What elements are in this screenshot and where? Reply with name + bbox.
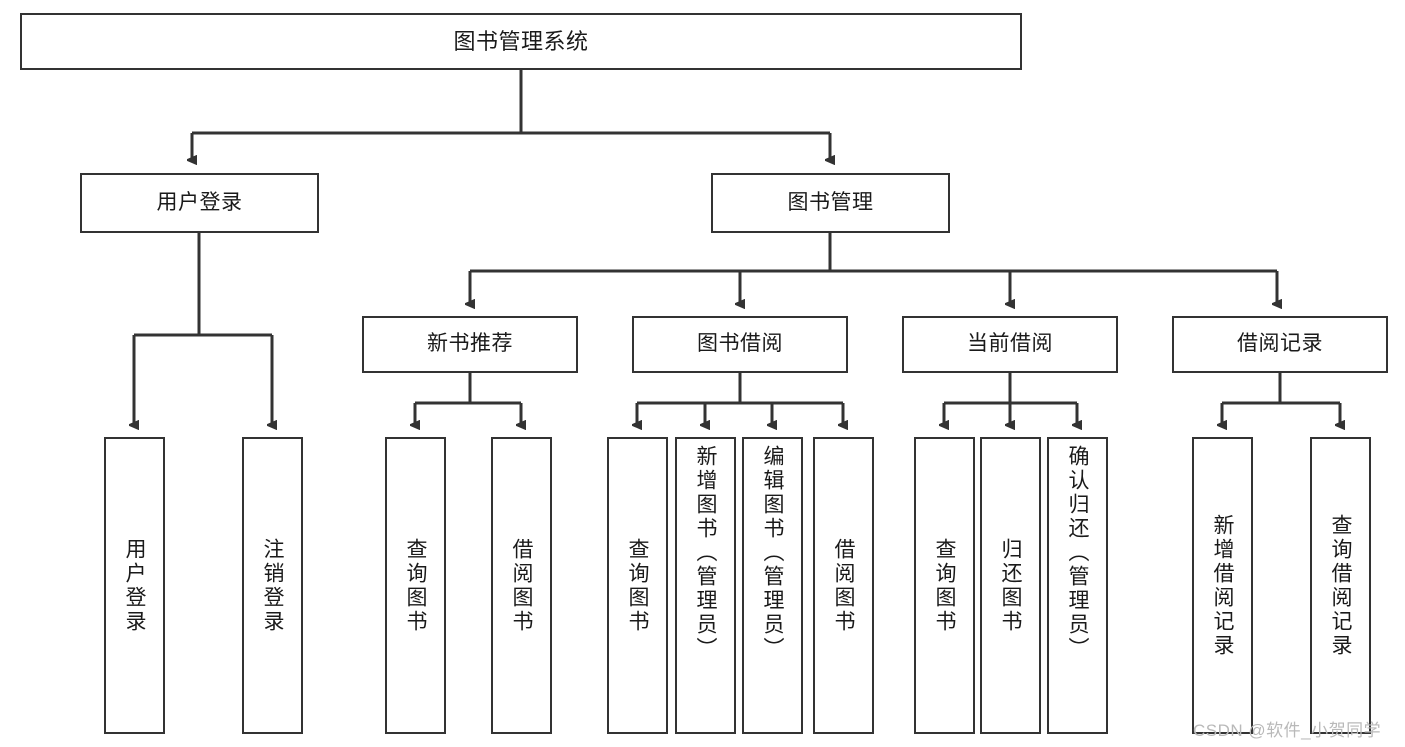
- leaf-new-book-query-book[interactable]: 查询图书: [385, 437, 446, 734]
- node-label: 新增图书（管理员）: [694, 445, 717, 661]
- leaf-book-borrow-query-book[interactable]: 查询图书: [607, 437, 668, 734]
- node-label: 查询图书: [404, 537, 427, 634]
- node-new-book-recommendation[interactable]: 新书推荐: [362, 316, 578, 373]
- node-label: 图书借阅: [697, 332, 783, 356]
- node-label: 查询图书: [626, 537, 649, 634]
- node-book-management[interactable]: 图书管理: [711, 173, 950, 233]
- node-label: 归还图书: [999, 537, 1022, 634]
- node-label: 图书管理: [787, 190, 874, 214]
- leaf-borrow-record-add-record[interactable]: 新增借阅记录: [1192, 437, 1253, 734]
- leaf-borrow-record-query-record[interactable]: 查询借阅记录: [1310, 437, 1371, 734]
- leaf-current-borrow-confirm-return-admin[interactable]: 确认归还（管理员）: [1047, 437, 1108, 734]
- leaf-user-login-login[interactable]: 用户登录: [104, 437, 165, 734]
- node-label: 注销登录: [261, 537, 284, 634]
- node-label: 图书管理系统: [453, 28, 589, 54]
- node-label: 编辑图书（管理员）: [761, 445, 784, 661]
- node-current-borrow[interactable]: 当前借阅: [902, 316, 1118, 373]
- leaf-user-login-logout[interactable]: 注销登录: [242, 437, 303, 734]
- node-book-borrow[interactable]: 图书借阅: [632, 316, 848, 373]
- node-label: 借阅图书: [510, 537, 533, 634]
- leaf-current-borrow-return-book[interactable]: 归还图书: [980, 437, 1041, 734]
- node-label: 查询借阅记录: [1329, 513, 1352, 658]
- leaf-new-book-borrow-book[interactable]: 借阅图书: [491, 437, 552, 734]
- leaf-book-borrow-edit-book-admin[interactable]: 编辑图书（管理员）: [742, 437, 803, 734]
- node-label: 用户登录: [156, 190, 243, 214]
- node-label: 查询图书: [933, 537, 956, 634]
- node-label: 新书推荐: [427, 332, 513, 356]
- node-root-book-management-system[interactable]: 图书管理系统: [20, 13, 1022, 70]
- node-label: 确认归还（管理员）: [1066, 445, 1089, 661]
- node-label: 借阅记录: [1237, 332, 1323, 356]
- csdn-watermark: CSDN @软件_小贺同学: [1193, 716, 1381, 741]
- node-user-login[interactable]: 用户登录: [80, 173, 319, 233]
- node-borrow-record[interactable]: 借阅记录: [1172, 316, 1388, 373]
- leaf-current-borrow-query-book[interactable]: 查询图书: [914, 437, 975, 734]
- node-label: 当前借阅: [967, 332, 1053, 356]
- watermark-text: CSDN @软件_小贺同学: [1193, 721, 1382, 740]
- node-label: 新增借阅记录: [1211, 513, 1234, 658]
- leaf-book-borrow-add-book-admin[interactable]: 新增图书（管理员）: [675, 437, 736, 734]
- node-label: 借阅图书: [832, 537, 855, 634]
- node-label: 用户登录: [123, 537, 146, 634]
- leaf-book-borrow-borrow-book[interactable]: 借阅图书: [813, 437, 874, 734]
